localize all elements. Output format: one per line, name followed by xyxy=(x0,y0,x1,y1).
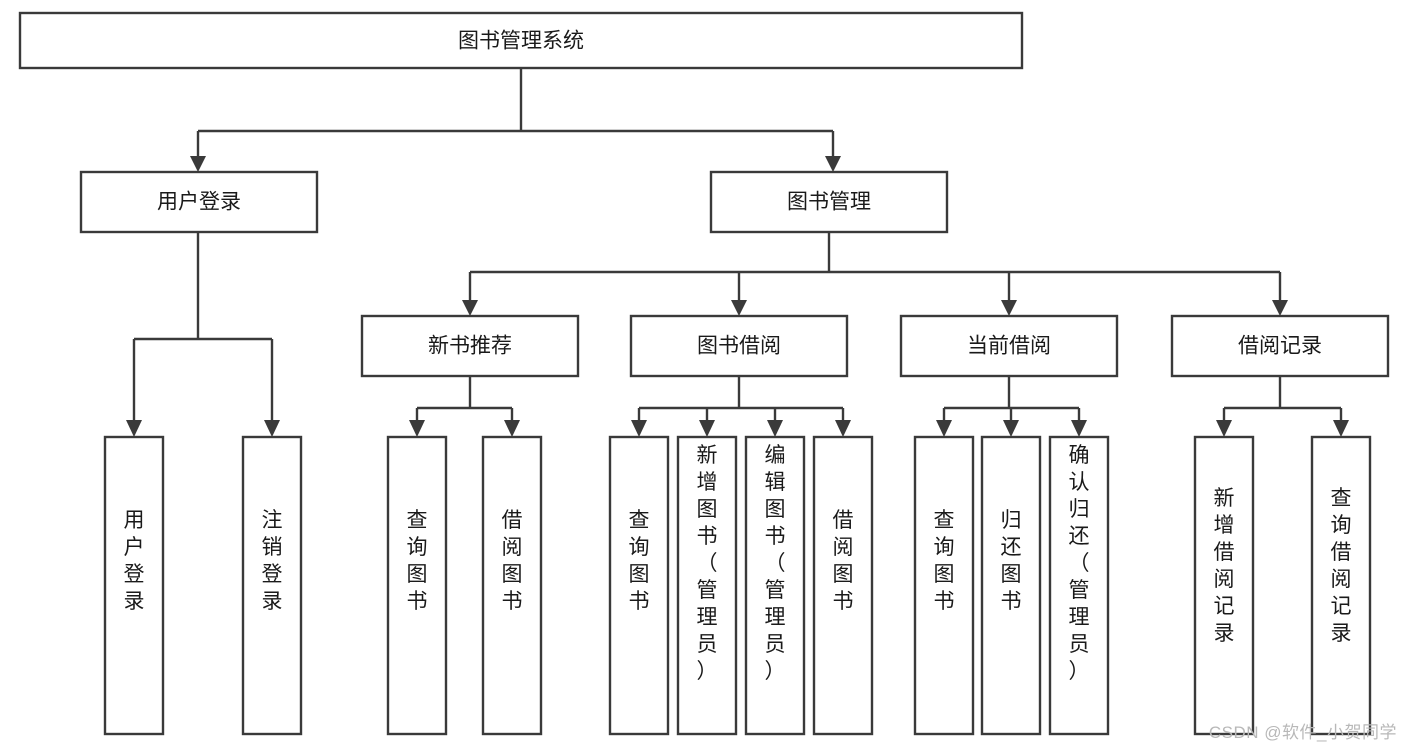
node-label: 图书管理 xyxy=(787,191,871,214)
node-box xyxy=(812,435,874,736)
node-box xyxy=(1048,435,1110,736)
node-box xyxy=(1170,314,1390,378)
node-user-login[interactable]: 用户登录 xyxy=(79,170,319,234)
node-book-management[interactable]: 图书管理 xyxy=(709,170,949,234)
arrow-to-new-book-rec xyxy=(462,300,478,316)
connector-layer xyxy=(126,68,1349,437)
node-box xyxy=(79,170,319,234)
arrow-to-book-mgmt xyxy=(825,156,841,172)
node-label: 借阅记录 xyxy=(1238,335,1322,358)
node-book-borrowing[interactable]: 图书借阅 xyxy=(629,314,849,378)
node-box xyxy=(629,314,849,378)
node-leaf-borrow-book-2[interactable]: 借阅图书 xyxy=(812,435,874,736)
node-label: 新增借阅记录 xyxy=(1214,487,1235,645)
node-book-management-system[interactable]: 图书管理系统 xyxy=(18,11,1024,70)
node-leaf-borrow-book-1[interactable]: 借阅图书 xyxy=(481,435,543,736)
node-leaf-query-book-1[interactable]: 查询图书 xyxy=(386,435,448,736)
node-label: 图书借阅 xyxy=(697,335,781,358)
node-label: 归还图书 xyxy=(1001,509,1022,613)
node-leaf-confirm-return-admin[interactable]: 确认归还（管理员） xyxy=(1048,435,1110,736)
node-label: 图书管理系统 xyxy=(458,30,584,53)
arrow-to-leaf-1 xyxy=(264,420,280,437)
arrow-to-user-login xyxy=(190,156,206,172)
node-box xyxy=(980,435,1042,736)
arrow-to-leaf-12 xyxy=(1333,420,1349,437)
node-leaf-add-book-admin[interactable]: 新增图书（管理员） xyxy=(676,435,738,736)
node-label: 查询图书 xyxy=(934,509,955,613)
arrow-to-leaf-7 xyxy=(835,420,851,437)
node-box xyxy=(386,435,448,736)
node-label: 注销登录 xyxy=(262,509,283,613)
arrow-to-leaf-4 xyxy=(631,420,647,437)
node-box xyxy=(899,314,1119,378)
node-leaf-add-borrow-record[interactable]: 新增借阅记录 xyxy=(1193,435,1255,736)
arrow-to-leaf-11 xyxy=(1216,420,1232,437)
arrow-to-leaf-10 xyxy=(1071,420,1087,437)
node-leaf-query-book-3[interactable]: 查询图书 xyxy=(913,435,975,736)
node-box xyxy=(1193,435,1255,736)
node-label: 确认归还（管理员） xyxy=(1069,444,1090,683)
node-box xyxy=(913,435,975,736)
node-layer: 图书管理系统 用户登录 图书管理 新书推荐 图书借阅 当前 xyxy=(18,11,1390,736)
node-label: 借阅图书 xyxy=(833,509,854,613)
node-label: 查询借阅记录 xyxy=(1331,487,1352,645)
node-box xyxy=(360,314,580,378)
node-box xyxy=(676,435,738,736)
node-leaf-edit-book-admin[interactable]: 编辑图书（管理员） xyxy=(744,435,806,736)
node-label: 借阅图书 xyxy=(502,509,523,613)
arrow-to-leaf-5 xyxy=(699,420,715,437)
node-label: 查询图书 xyxy=(629,509,650,613)
arrow-to-leaf-2 xyxy=(409,420,425,437)
node-leaf-query-book-2[interactable]: 查询图书 xyxy=(608,435,670,736)
node-label: 当前借阅 xyxy=(967,335,1051,358)
arrow-to-leaf-8 xyxy=(936,420,952,437)
node-leaf-user-login[interactable]: 用户登录 xyxy=(103,435,165,736)
node-borrowing-record[interactable]: 借阅记录 xyxy=(1170,314,1390,378)
node-leaf-return-book[interactable]: 归还图书 xyxy=(980,435,1042,736)
node-label: 查询图书 xyxy=(407,509,428,613)
node-box xyxy=(18,11,1024,70)
arrow-to-leaf-0 xyxy=(126,420,142,437)
arrow-to-leaf-9 xyxy=(1003,420,1019,437)
arrow-to-book-borrow xyxy=(731,300,747,316)
arrow-to-borrow-record xyxy=(1272,300,1288,316)
node-box xyxy=(608,435,670,736)
node-label: 用户登录 xyxy=(124,509,145,613)
node-box xyxy=(744,435,806,736)
node-label: 新书推荐 xyxy=(428,335,512,358)
arrow-to-leaf-6 xyxy=(767,420,783,437)
node-box xyxy=(481,435,543,736)
node-leaf-query-borrow-record[interactable]: 查询借阅记录 xyxy=(1310,435,1372,736)
node-box xyxy=(709,170,949,234)
node-label: 编辑图书（管理员） xyxy=(765,444,786,683)
node-label: 新增图书（管理员） xyxy=(697,444,718,683)
node-current-borrowing[interactable]: 当前借阅 xyxy=(899,314,1119,378)
node-new-book-recommendation[interactable]: 新书推荐 xyxy=(360,314,580,378)
node-label: 用户登录 xyxy=(157,191,241,214)
node-box xyxy=(1310,435,1372,736)
node-box xyxy=(241,435,303,736)
arrow-to-current-borrow xyxy=(1001,300,1017,316)
node-box xyxy=(103,435,165,736)
node-leaf-logout[interactable]: 注销登录 xyxy=(241,435,303,736)
arrow-to-leaf-3 xyxy=(504,420,520,437)
